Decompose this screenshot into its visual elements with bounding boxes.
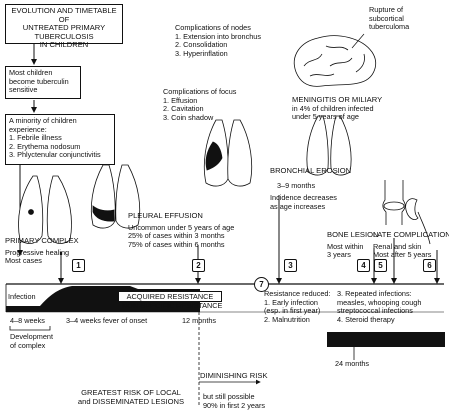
nodes-heading: Complications of nodes xyxy=(175,23,251,32)
bronchial-heading: BRONCHIAL EROSION xyxy=(270,166,352,175)
rupture-line-1: Rupture of xyxy=(369,5,404,14)
knee-icon xyxy=(382,180,406,225)
still-line-2: 90% in first 2 years xyxy=(203,400,266,410)
title-line-1: EVOLUTION AND TIMETABLE OF xyxy=(11,6,117,24)
marker-6: 6 xyxy=(423,259,436,272)
rupture-line-3: tuberculoma xyxy=(369,22,410,32)
marker-7: 7 xyxy=(254,277,269,292)
still-possible-text: but still possible 90% in first 2 years xyxy=(203,392,266,410)
nodes-item-3: 3. Hyperinflation xyxy=(175,48,228,58)
greatest-line-1: GREATEST RISK OF LOCAL xyxy=(81,388,181,397)
marker-arrows xyxy=(58,195,440,284)
brain-icon xyxy=(293,33,376,87)
primary-complex-heading: PRIMARY COMPLEX xyxy=(5,236,79,245)
minority-line-5: 3. Phlyctenular conjunctivitis xyxy=(9,150,101,160)
focus-item-3: 3. Coin shadow xyxy=(163,112,214,122)
timeline-weeks-1: 4–8 weeks xyxy=(10,316,45,325)
title-box: EVOLUTION AND TIMETABLE OF UNTREATED PRI… xyxy=(5,4,123,49)
pleural-heading: PLEURAL EFFUSION xyxy=(128,211,203,220)
minority-line-4: 2. Erythema nodosum xyxy=(9,141,81,151)
minority-line-2: experience: xyxy=(9,124,47,134)
focus-text: Complications of focus 1. Effusion 2. Ca… xyxy=(163,87,237,122)
resistance-line-3: (esp. in first year) xyxy=(264,306,321,316)
rupture-line-2: subcortical xyxy=(369,13,404,23)
still-line-1: but still possible xyxy=(203,392,255,401)
marker-2: 2 xyxy=(192,259,205,272)
primary-complex-line-1: Progressive healing xyxy=(5,247,70,257)
nonspecific-resistance-label: NON-SPECIFIC RESISTANCE xyxy=(122,301,223,310)
focus-item-2: 2. Cavitation xyxy=(163,104,204,114)
late-line-1: Renal and skin xyxy=(373,241,422,251)
rupture-text: Rupture of subcortical tuberculoma xyxy=(369,5,410,32)
pleural-text: PLEURAL EFFUSION Uncommon under 5 years … xyxy=(128,211,235,249)
resistance-reduced-text: Resistance reduced: 1. Early infection (… xyxy=(264,289,331,324)
pleural-line-2: 25% of cases within 3 months xyxy=(128,231,225,241)
development-text: Development of complex xyxy=(10,332,53,350)
nodes-item-2: 2. Consolidation xyxy=(175,40,228,50)
focus-item-1: 1. Effusion xyxy=(163,95,198,105)
resistance-line-2: 1. Early infection xyxy=(264,297,318,307)
development-line-2: of complex xyxy=(10,340,46,350)
lungs-pleural-effusion xyxy=(90,164,141,229)
meningitis-heading: MENINGITIS OR MILIARY xyxy=(292,95,383,104)
acquired-resistance-box: ACQUIRED RESISTANCE xyxy=(118,291,222,302)
title-line-3: IN CHILDREN xyxy=(39,40,89,50)
timeline-12-months: 12 months xyxy=(182,316,217,325)
development-line-1: Development xyxy=(10,332,53,341)
tuberculin-line-3: sensitive xyxy=(9,85,38,95)
nodes-text: Complications of nodes 1. Extension into… xyxy=(175,23,261,58)
late-text: LATE COMPLICATIONS Renal and skin Most a… xyxy=(373,230,449,260)
marker-3: 3 xyxy=(284,259,297,272)
repeated-line-2: measles, whooping cough xyxy=(337,297,422,307)
bone-line-2: 3 years xyxy=(327,250,351,260)
timeline-24-months: 24 months xyxy=(335,359,370,368)
focus-heading: Complications of focus xyxy=(163,87,237,96)
minority-box: A minority of children experience: 1. Fe… xyxy=(5,114,115,165)
tuberculin-line-2: become tuberculin xyxy=(9,76,69,86)
repeated-line-1: 3. Repeated infections: xyxy=(337,289,412,298)
tuberculin-box: Most children become tuberculin sensitiv… xyxy=(5,66,81,99)
lungs-bronchial xyxy=(306,115,352,176)
marker-4: 4 xyxy=(357,259,370,272)
title-line-2: UNTREATED PRIMARY TUBERCULOSIS xyxy=(22,23,106,41)
infection-label: Infection xyxy=(8,292,36,301)
meningitis-text: MENINGITIS OR MILIARY in 4% of children … xyxy=(292,95,383,122)
bone-line-1: Most within xyxy=(327,241,364,251)
primary-complex-line-2: Most cases xyxy=(5,256,42,266)
nodes-item-1: 1. Extension into bronchus xyxy=(175,31,261,41)
repeated-infections-text: 3. Repeated infections: measles, whoopin… xyxy=(337,289,422,324)
resistance-line-1: Resistance reduced: xyxy=(264,289,331,298)
diminishing-risk-label: DIMINISHING RISK xyxy=(200,371,268,380)
bronchial-incidence: Incidence decreases xyxy=(270,193,337,203)
bone-text: BONE LESION Most within 3 years xyxy=(327,230,379,260)
late-line-2: Most after 5 years xyxy=(373,250,432,260)
pleural-line-3: 75% of cases within 6 months xyxy=(128,239,225,249)
lungs-primary-complex xyxy=(18,175,72,244)
lungs-focus-complications xyxy=(203,119,253,187)
marker-1: 1 xyxy=(72,259,85,272)
bronchial-text: BRONCHIAL EROSION 3–9 months Incidence d… xyxy=(270,166,352,211)
kidney-icon xyxy=(405,198,431,245)
repeated-line-3: streptococcal infections xyxy=(337,306,413,316)
late-resistance-band xyxy=(327,332,445,347)
resistance-line-4: 2. Malnutrition xyxy=(264,314,310,324)
meningitis-line-2: under 5 years of age xyxy=(292,112,359,122)
marker-5: 5 xyxy=(374,259,387,272)
minority-line-3: 1. Febrile illness xyxy=(9,133,62,143)
minority-line-1: A minority of children xyxy=(9,116,77,125)
meningitis-line-1: in 4% of children infected xyxy=(292,103,374,113)
bone-heading: BONE LESION xyxy=(327,230,379,239)
primary-complex-text: PRIMARY COMPLEX Progressive healing Most… xyxy=(5,236,79,266)
tuberculin-line-1: Most children xyxy=(9,68,53,77)
greatest-risk-text: GREATEST RISK OF LOCAL and DISSEMINATED … xyxy=(66,388,196,406)
bronchial-months: 3–9 months xyxy=(277,180,316,190)
late-heading: LATE COMPLICATIONS xyxy=(373,230,449,239)
pleural-line-1: Uncommon under 5 years of age xyxy=(128,222,235,232)
greatest-line-2: and DISSEMINATED LESIONS xyxy=(77,396,185,406)
timeline-weeks-2: 3–4 weeks fever of onset xyxy=(66,316,148,325)
bronchial-age: as age increases xyxy=(270,201,326,211)
repeated-line-4: 4. Steroid therapy xyxy=(337,314,395,324)
